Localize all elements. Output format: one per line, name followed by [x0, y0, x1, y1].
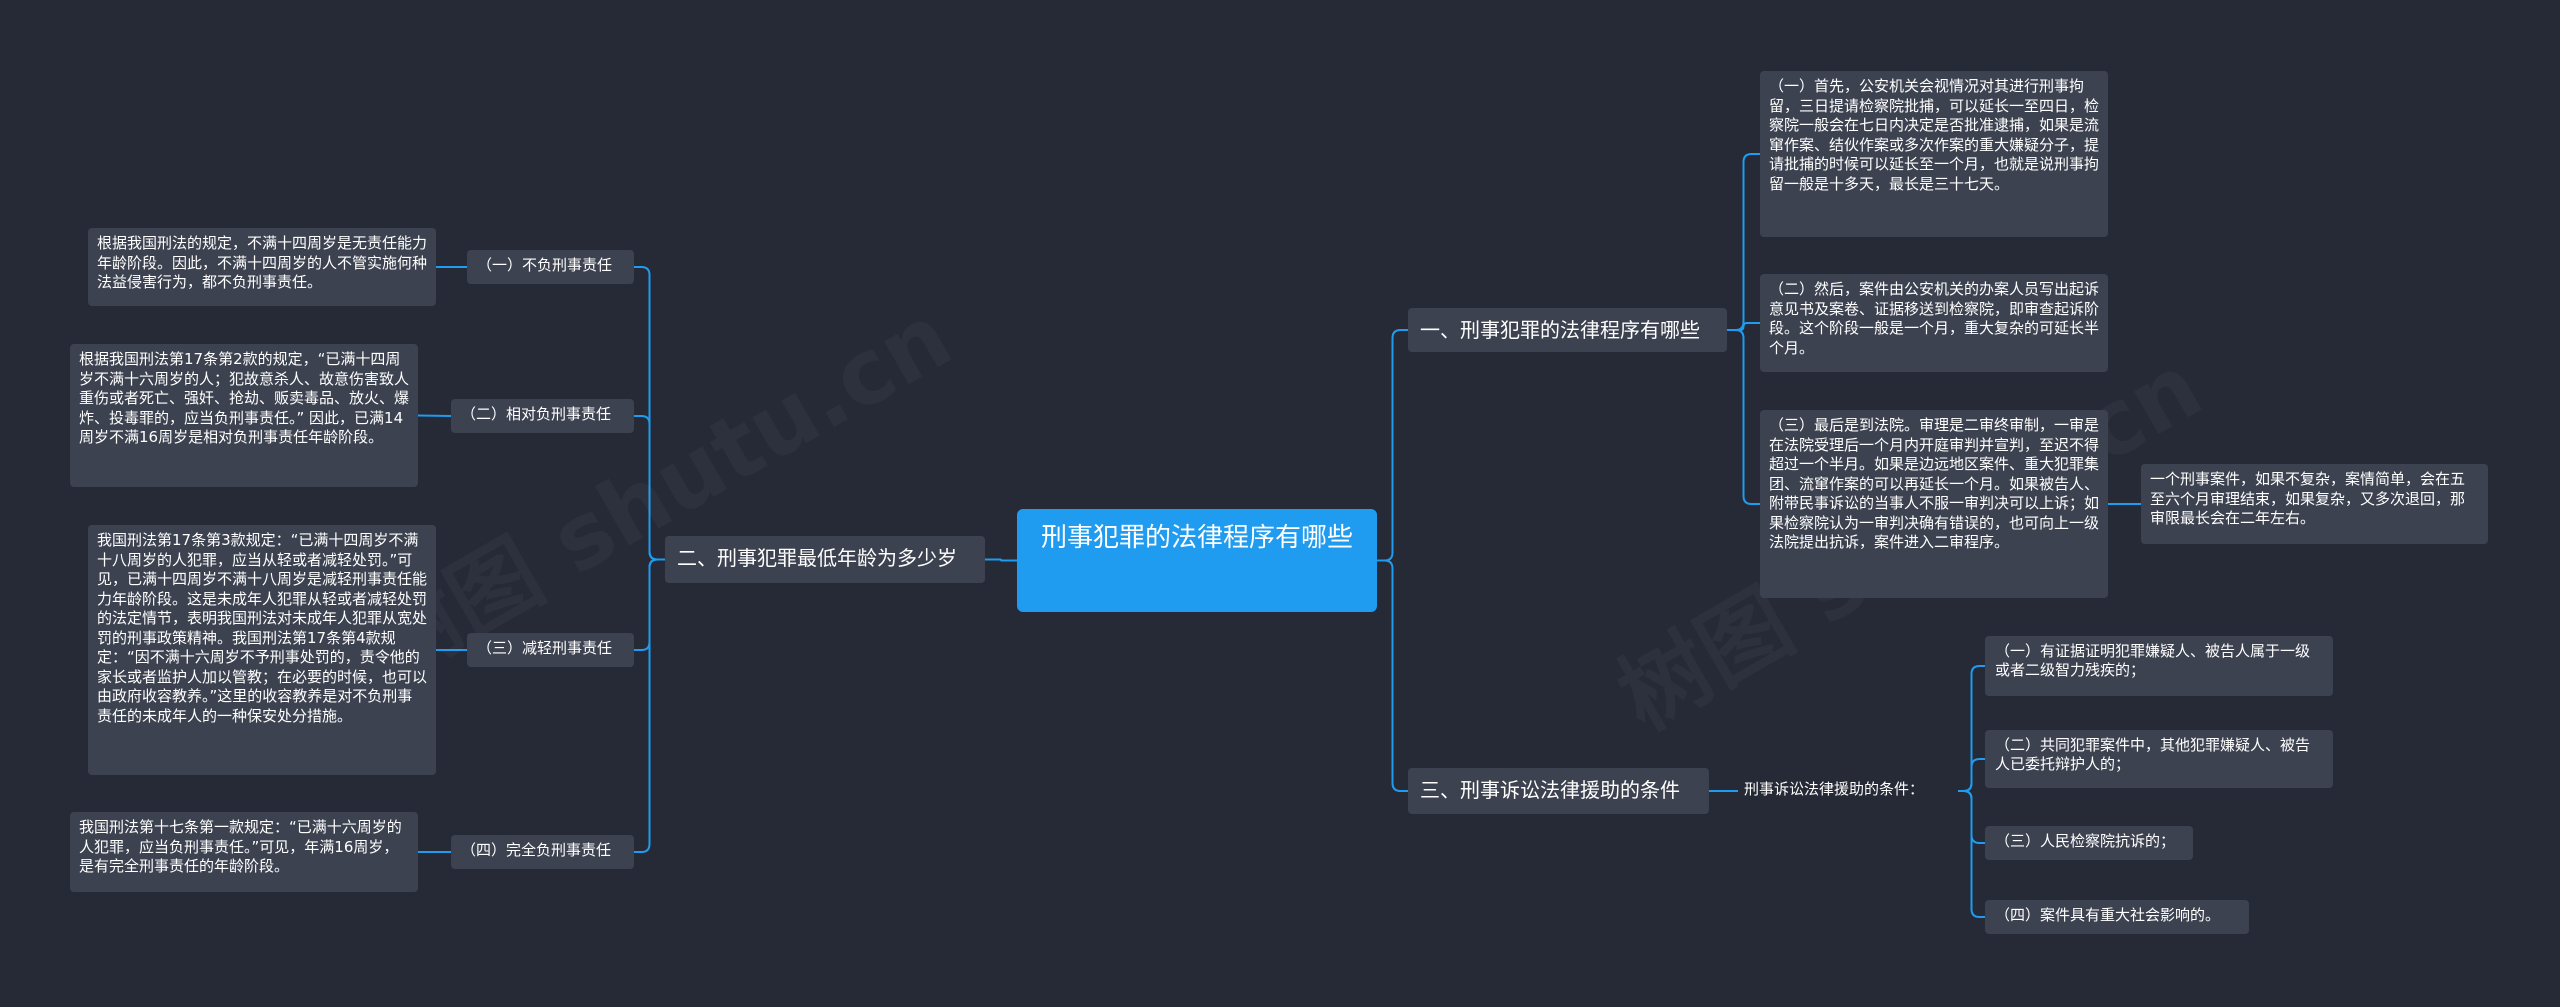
legal-aid-condition-4[interactable]: （四）案件具有重大社会影响的。	[1985, 900, 2249, 934]
legal-aid-condition-2[interactable]: （二）共同犯罪案件中，其他犯罪嫌疑人、被告人已委托辩护人的；	[1985, 730, 2333, 788]
link-item2-note	[417, 414, 452, 417]
age-level-1-label[interactable]: （一）不负刑事责任	[467, 250, 634, 284]
link-b1-step2	[1727, 322, 1760, 331]
link-b2-item4	[634, 558, 665, 853]
age-level-3-note[interactable]: 我国刑法第17条第3款规定：“已满十四周岁不满十八周岁的人犯罪，应当从轻或者减轻…	[88, 525, 436, 775]
age-level-3-label[interactable]: （三）减轻刑事责任	[467, 633, 634, 667]
age-level-1-note[interactable]: 根据我国刑法的规定，不满十四周岁是无责任能力年龄阶段。因此，不满十四周岁的人不管…	[88, 228, 436, 306]
link-sub-cond2	[1958, 758, 1985, 792]
legal-aid-condition-3[interactable]: （三）人民检察院抗诉的；	[1985, 826, 2193, 860]
procedure-step-1[interactable]: （一）首先，公安机关会视情况对其进行刑事拘留，三日提请检察院批捕，可以延长一至四…	[1760, 71, 2108, 237]
link-root-b2	[985, 558, 1017, 562]
age-level-2-note[interactable]: 根据我国刑法第17条第2款的规定，“已满十四周岁不满十六周岁的人；犯故意杀人、故…	[70, 344, 418, 487]
link-b1-step3	[1727, 329, 1760, 505]
root-topic[interactable]: 刑事犯罪的法律程序有哪些	[1017, 509, 1377, 612]
procedure-step-3-note[interactable]: 一个刑事案件，如果不复杂，案情简单，会在五至六个月审理结束，如果复杂，又多次退回…	[2141, 464, 2488, 544]
procedure-step-2[interactable]: （二）然后，案件由公安机关的办案人员写出起诉意见书及案卷、证据移送到检察院，即审…	[1760, 274, 2108, 372]
link-b2-item2	[634, 415, 665, 561]
link-root-b1	[1377, 329, 1408, 562]
link-root-b3	[1377, 559, 1408, 792]
link-sub-cond4	[1958, 790, 1985, 918]
procedure-step-3[interactable]: （三）最后是到法院。审理是二审终审制，一审是在法院受理后一个月内开庭审判并宣判，…	[1760, 410, 2108, 598]
legal-aid-conditions-heading[interactable]: 刑事诉讼法律援助的条件：	[1744, 780, 1925, 798]
age-level-4-label[interactable]: （四）完全负刑事责任	[451, 835, 634, 869]
branch-legal-aid[interactable]: 三、刑事诉讼法律援助的条件	[1408, 768, 1709, 814]
age-level-2-label[interactable]: （二）相对负刑事责任	[451, 399, 634, 433]
age-level-4-note[interactable]: 我国刑法第十七条第一款规定：“已满十六周岁的人犯罪，应当负刑事责任。”可见，年满…	[70, 812, 418, 892]
legal-aid-condition-1[interactable]: （一）有证据证明犯罪嫌疑人、被告人属于一级或者二级智力残疾的；	[1985, 636, 2333, 696]
branch-minimum-age[interactable]: 二、刑事犯罪最低年龄为多少岁	[665, 536, 985, 583]
branch-legal-procedure[interactable]: 一、刑事犯罪的法律程序有哪些	[1408, 308, 1727, 352]
link-b1-step1	[1727, 153, 1760, 331]
